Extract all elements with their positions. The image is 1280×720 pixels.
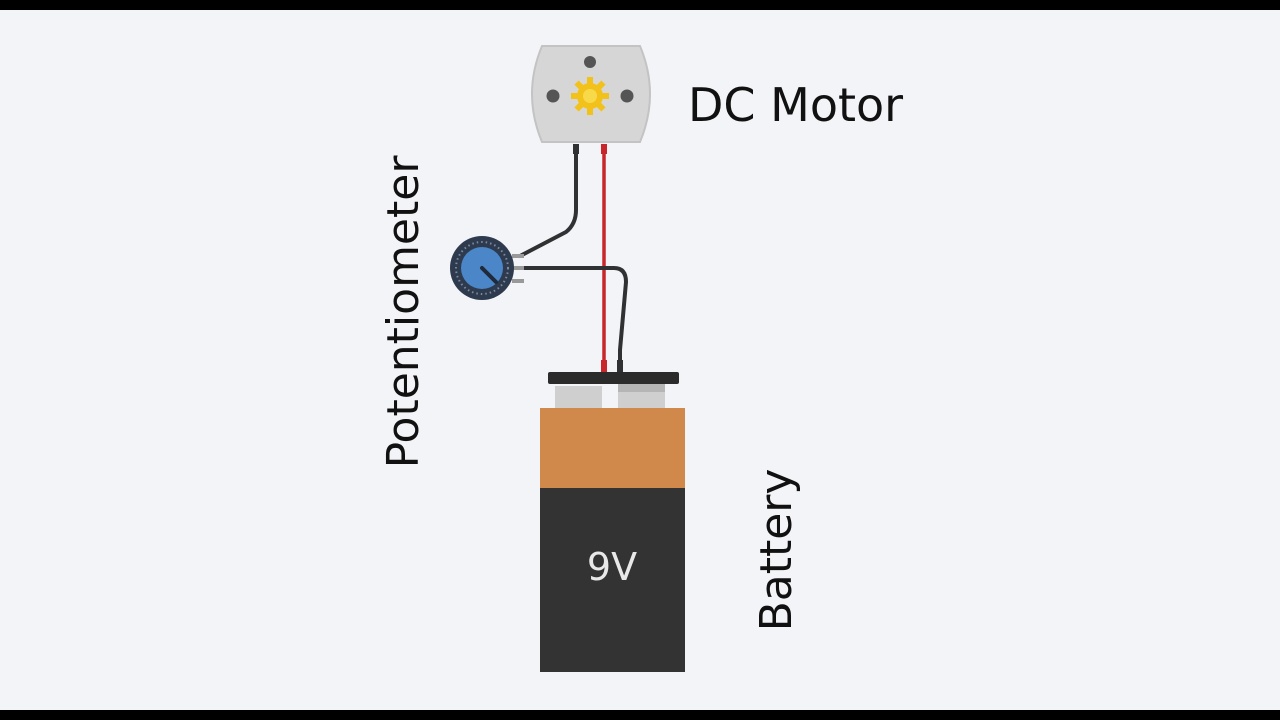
circuit-canvas: 9V DC Motor Potentiometer Battery (0, 10, 1280, 710)
motor-screw-top (584, 56, 596, 68)
dc-motor-label: DC Motor (688, 78, 904, 132)
motor-terminal-black[interactable] (573, 144, 579, 154)
potentiometer[interactable] (450, 236, 524, 300)
motor-screw-right (620, 89, 634, 103)
wire-motor-to-pot (518, 151, 578, 258)
wire-pot-to-battery (518, 266, 629, 366)
wire-lead-red (601, 360, 607, 372)
pot-dial-ticks (455, 241, 509, 295)
battery-voltage-label: 9V (587, 545, 637, 589)
dc-motor[interactable] (531, 45, 651, 154)
wire-lead-black (617, 360, 623, 372)
battery-terminal-right-ring (618, 384, 665, 392)
pot-knob-pointer (480, 266, 498, 284)
battery-terminal-left (555, 386, 602, 410)
circuit-diagram: 9V (450, 45, 685, 672)
potentiometer-label: Potentiometer (378, 155, 429, 469)
gear-icon (571, 77, 609, 115)
pot-pin-middle (512, 266, 524, 270)
battery-body (540, 488, 685, 672)
pot-pin-top (512, 254, 524, 258)
battery-label: Battery (751, 468, 802, 632)
pot-pin-bottom (512, 279, 524, 283)
wires (518, 151, 629, 366)
motor-screw-left (546, 89, 560, 103)
battery-9v[interactable]: 9V (540, 360, 685, 672)
battery-snap-connector (548, 372, 679, 384)
motor-terminal-red[interactable] (601, 144, 607, 154)
battery-top-cap (540, 408, 685, 490)
